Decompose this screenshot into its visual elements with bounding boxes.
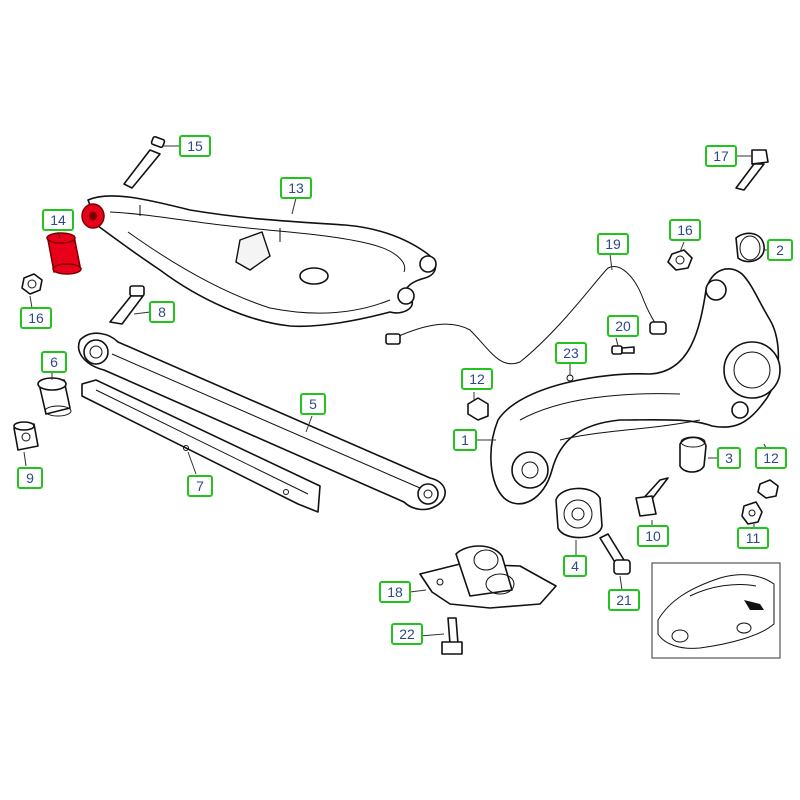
svg-text:22: 22 bbox=[399, 626, 415, 642]
svg-text:3: 3 bbox=[725, 450, 733, 466]
callout-2: 2 bbox=[767, 239, 793, 261]
screw-22 bbox=[611, 345, 635, 355]
callout-21: 19 bbox=[597, 233, 629, 255]
callout-18: 18 bbox=[379, 581, 411, 603]
nut-12-right bbox=[757, 479, 779, 499]
callout-15: 15 bbox=[179, 135, 211, 157]
callout-7: 7 bbox=[187, 475, 213, 497]
vehicle-location-inset bbox=[651, 562, 781, 659]
sensor-cable-21 bbox=[385, 266, 667, 365]
svg-text:13: 13 bbox=[288, 180, 304, 196]
callout-11: 11 bbox=[737, 527, 769, 549]
svg-text:8: 8 bbox=[158, 304, 166, 320]
washer-11 bbox=[741, 501, 763, 525]
svg-text:9: 9 bbox=[26, 470, 34, 486]
callouts: 15 13 14 16 8 6 9 5 bbox=[17, 135, 793, 645]
callout-13: 13 bbox=[280, 177, 312, 199]
svg-text:12: 12 bbox=[763, 450, 779, 466]
svg-text:12: 12 bbox=[469, 371, 485, 387]
svg-text:15: 15 bbox=[187, 138, 203, 154]
bushing-4 bbox=[555, 487, 603, 539]
callout-9: 9 bbox=[17, 467, 43, 489]
bushing-6 bbox=[37, 377, 72, 417]
link-arm-5 bbox=[77, 332, 446, 511]
callout-5: 5 bbox=[300, 393, 326, 415]
svg-text:14: 14 bbox=[50, 212, 66, 228]
svg-text:4: 4 bbox=[571, 558, 579, 574]
callout-10: 10 bbox=[637, 525, 669, 547]
svg-text:6: 6 bbox=[50, 354, 58, 370]
callout-12-left: 12 bbox=[461, 368, 493, 390]
bolt-20 bbox=[441, 617, 463, 655]
svg-text:10: 10 bbox=[645, 528, 661, 544]
callout-6: 6 bbox=[41, 351, 67, 373]
callout-22: 20 bbox=[607, 315, 639, 337]
bushing-14-highlight bbox=[81, 203, 105, 229]
bolt-17 bbox=[735, 149, 769, 191]
callout-17: 17 bbox=[705, 145, 737, 167]
bushing-2 bbox=[735, 232, 765, 263]
callout-3: 3 bbox=[717, 447, 741, 469]
svg-text:11: 11 bbox=[746, 530, 761, 546]
wheel-carrier-1 bbox=[490, 268, 781, 505]
callout-16-left: 16 bbox=[20, 307, 52, 329]
callout-12-right: 12 bbox=[755, 447, 787, 469]
svg-text:7: 7 bbox=[196, 478, 204, 494]
bushing-3 bbox=[679, 436, 707, 473]
callout-14: 14 bbox=[42, 209, 74, 231]
svg-text:2: 2 bbox=[776, 242, 784, 258]
svg-text:21: 21 bbox=[616, 592, 632, 608]
bushing-9 bbox=[13, 421, 39, 451]
nut-16-left bbox=[21, 273, 43, 295]
callout-19: 21 bbox=[608, 589, 640, 611]
svg-text:20: 20 bbox=[615, 318, 631, 334]
svg-text:18: 18 bbox=[387, 584, 403, 600]
bolt-19 bbox=[599, 533, 631, 575]
callout-8: 8 bbox=[149, 301, 175, 323]
svg-text:16: 16 bbox=[28, 310, 44, 326]
svg-text:23: 23 bbox=[563, 345, 579, 361]
svg-text:16: 16 bbox=[677, 222, 693, 238]
bushing-14-exploded bbox=[46, 232, 82, 275]
bolt-15 bbox=[123, 135, 166, 189]
cover-7 bbox=[81, 379, 321, 513]
callout-23: 23 bbox=[555, 342, 587, 364]
svg-text:17: 17 bbox=[713, 148, 729, 164]
svg-text:1: 1 bbox=[461, 432, 469, 448]
callout-16-right: 16 bbox=[669, 219, 701, 241]
callout-4: 4 bbox=[563, 555, 587, 577]
svg-text:19: 19 bbox=[605, 236, 621, 252]
svg-text:5: 5 bbox=[309, 396, 317, 412]
callout-1: 1 bbox=[453, 429, 477, 451]
bolt-10 bbox=[635, 477, 669, 517]
nut-16-right bbox=[667, 249, 693, 271]
control-arm-13 bbox=[87, 195, 437, 328]
bracket-18 bbox=[419, 545, 557, 609]
bolt-8 bbox=[109, 285, 145, 325]
nut-12-left bbox=[467, 397, 489, 421]
callout-20: 22 bbox=[391, 623, 423, 645]
leader-lines bbox=[23, 145, 768, 637]
